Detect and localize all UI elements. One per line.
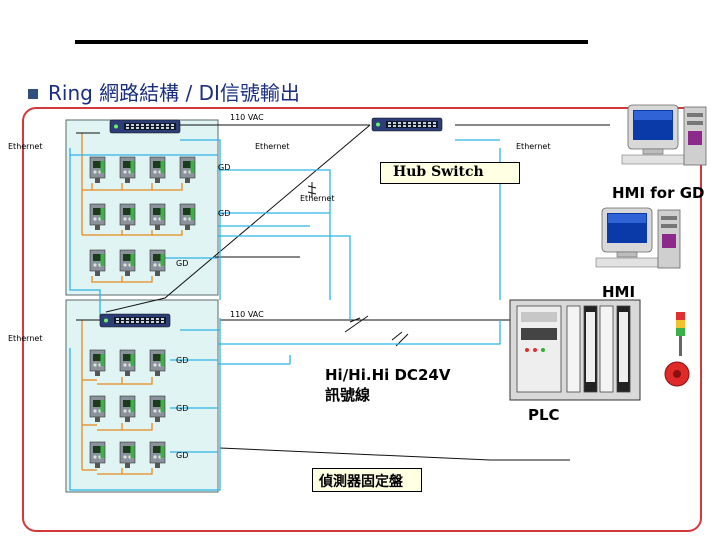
hmi-label: HMI [602,283,636,301]
ethernet-label-middle: Ethernet [300,194,335,203]
ethernet-label-right-top: Ethernet [516,142,551,151]
signal-line-label-1: Hi/Hi.Hi DC24V [325,366,451,384]
gd-label: GD [176,356,189,365]
network-switch-icon [99,313,171,328]
desktop-computer-icon [621,104,707,166]
detector-panel-bottom [65,299,219,493]
detector-panel-callout: 偵測器固定盤 [312,468,422,492]
plc-label: PLC [528,406,560,424]
gd-label: GD [176,451,189,460]
signal-tower-icon [676,312,685,356]
ethernet-label-mid-top: Ethernet [255,142,290,151]
slide-frame [22,107,702,532]
ethernet-label-left-top: Ethernet [8,142,43,151]
alarm-horn-icon [664,361,690,387]
vac-label-bottom: 110 VAC [230,310,264,319]
hmi-for-gd-label: HMI for GD [612,184,705,202]
signal-line-label-2: 訊號線 [325,386,371,404]
gd-label: GD [176,404,189,413]
gd-label: GD [176,259,189,268]
vac-label-top: 110 VAC [230,113,264,122]
hub-switch-callout: Hub Switch [380,162,520,184]
ethernet-label-left-bottom: Ethernet [8,334,43,343]
network-switch-icon [371,117,443,132]
desktop-computer-icon [595,207,681,269]
gd-label: GD [218,163,231,172]
plc-rack-icon [509,299,641,401]
network-switch-icon [109,119,181,134]
header-rule [75,40,588,44]
bullet-icon [28,89,38,99]
gd-label: GD [218,209,231,218]
page-title: Ring 網路結構 / DI信號輸出 [48,81,300,105]
